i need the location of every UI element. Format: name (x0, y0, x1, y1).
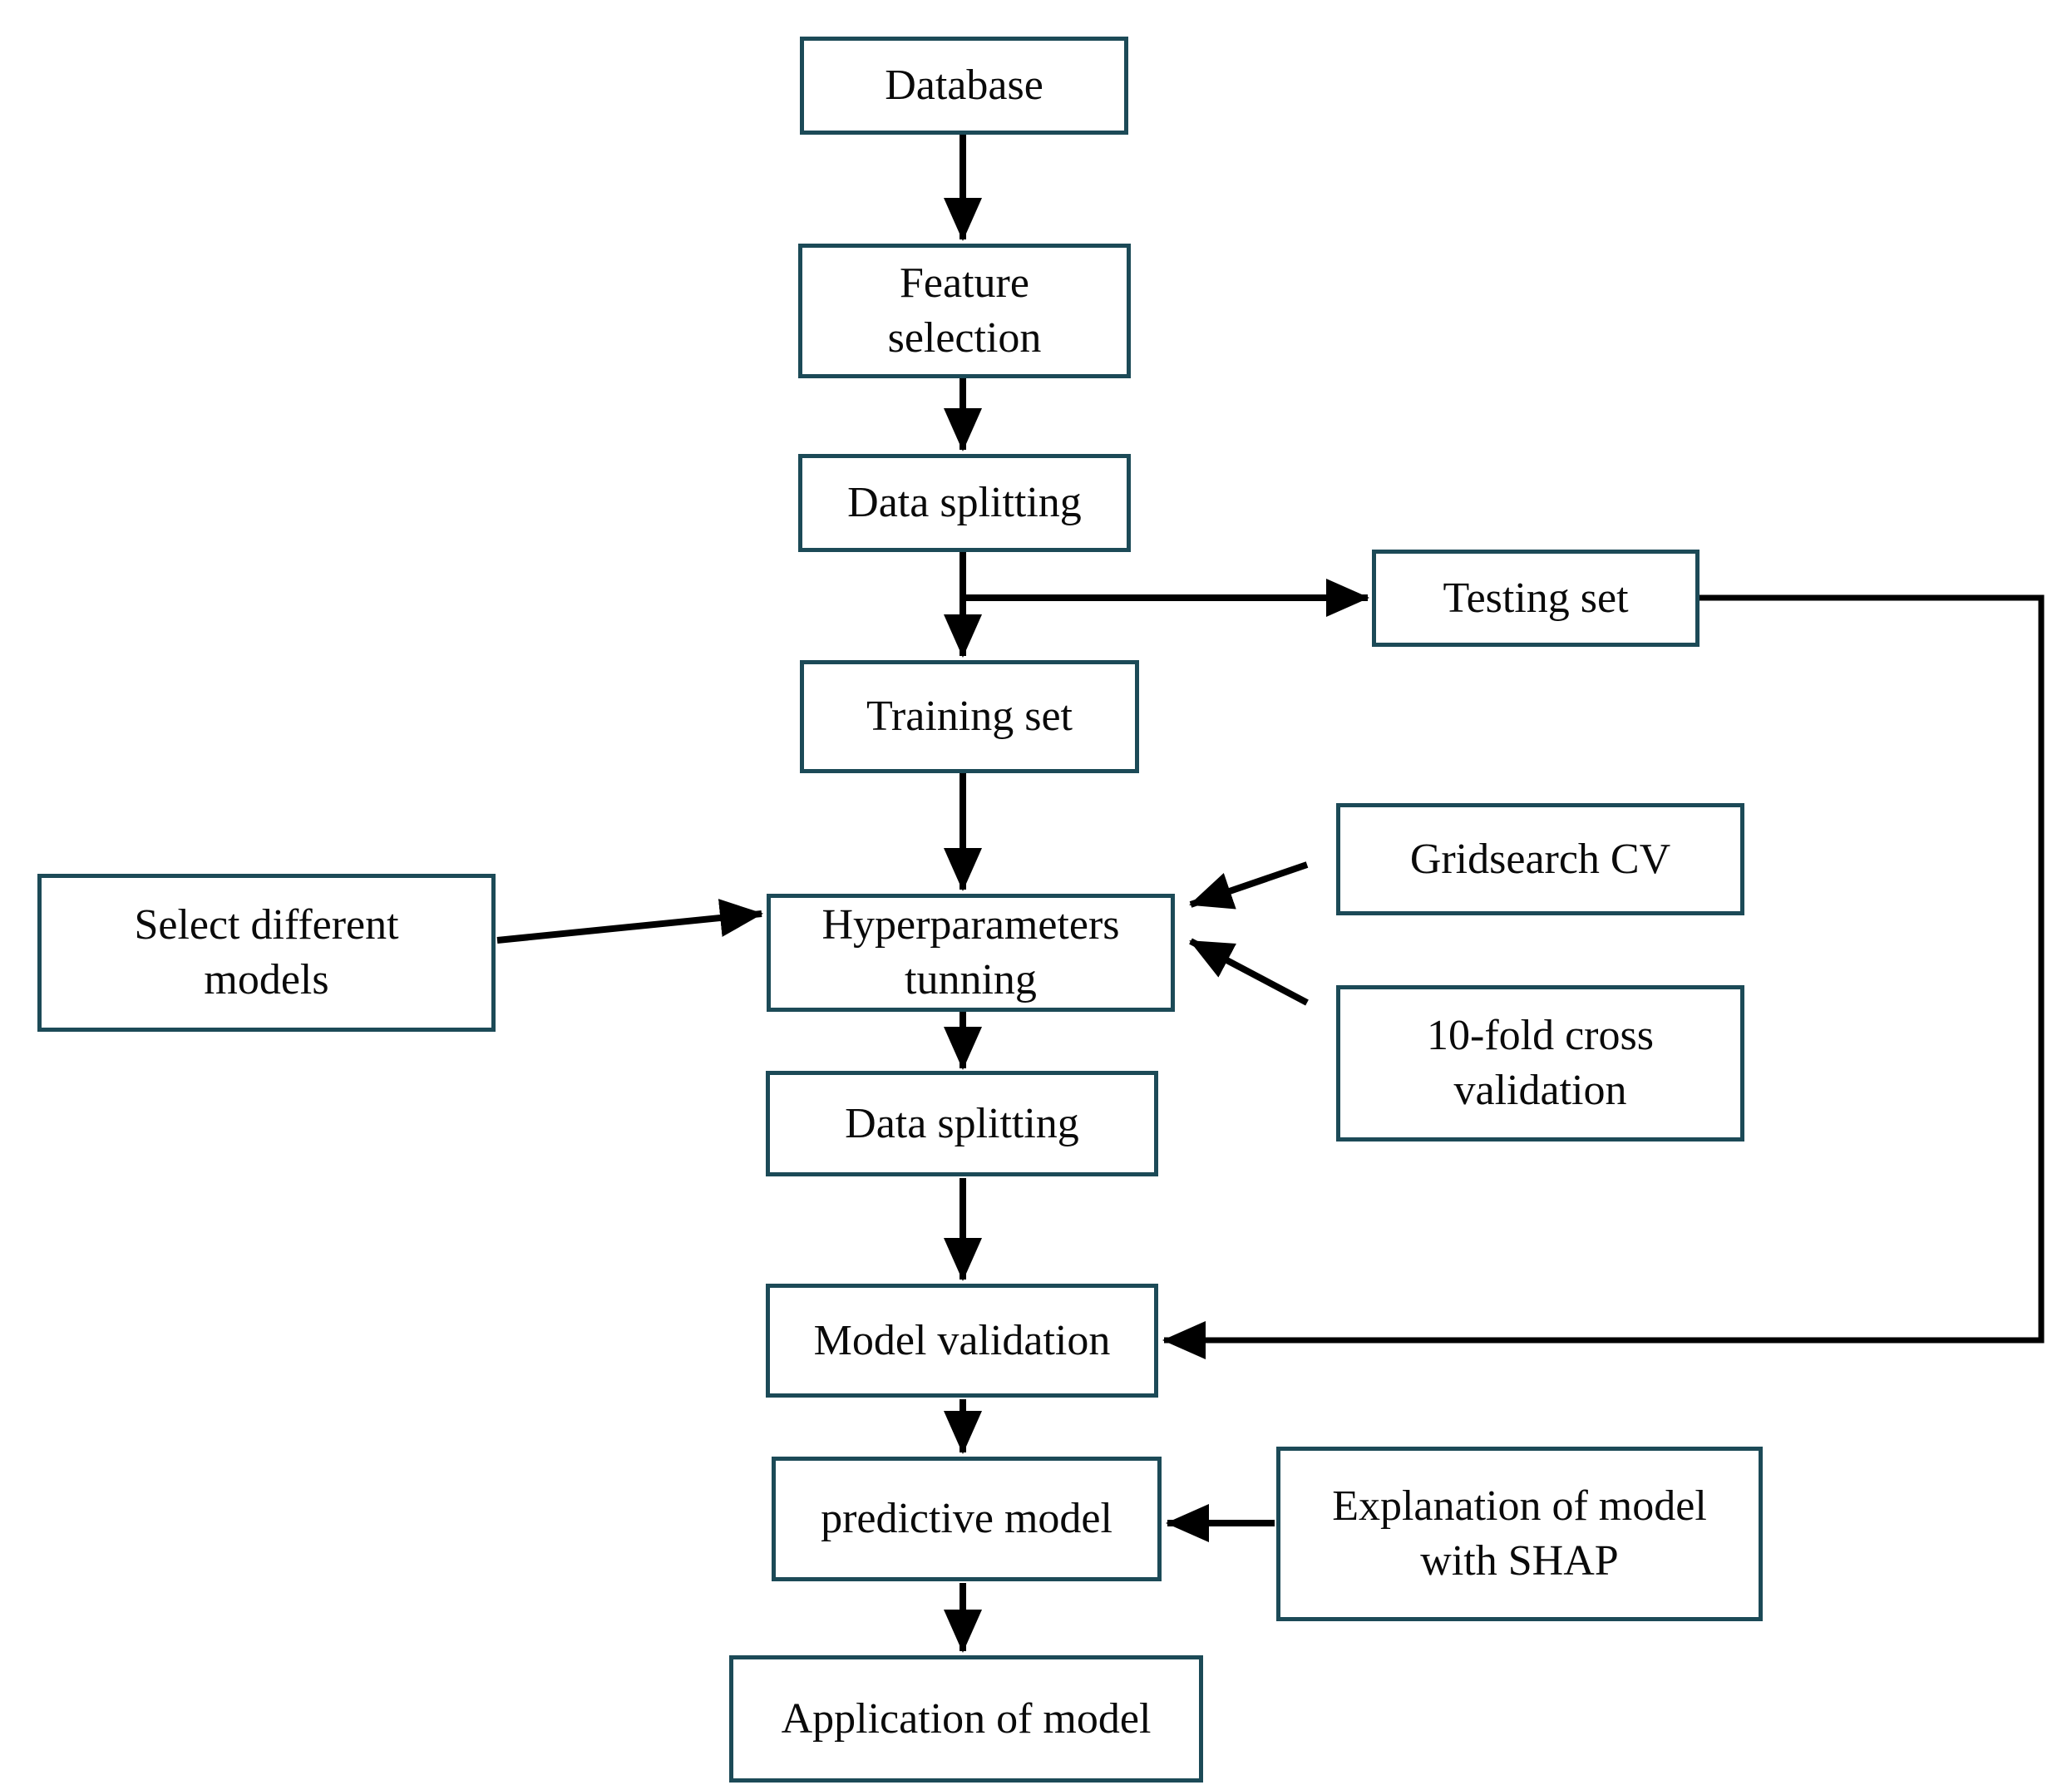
node-explanation-shap-label: Explanation of model with SHAP (1332, 1482, 1707, 1585)
node-hyperparameters: Hyperparameters tunning (767, 894, 1175, 1012)
arrow-cross-validation-to-hyperparameters (1189, 938, 1309, 1006)
node-feature-selection: Feature selection (798, 244, 1131, 378)
arrow-select-models-to-hyperparameters (496, 899, 763, 944)
node-database-label: Database (885, 62, 1043, 110)
node-cross-validation-label: 10-fold cross validation (1427, 1012, 1654, 1114)
node-select-models: Select different models (37, 874, 496, 1032)
node-data-splitting-2-label: Data splitting (845, 1099, 1079, 1147)
arrow-testing-set-to-model-validation (1162, 594, 2045, 1359)
node-gridsearch: Gridsearch CV (1336, 803, 1744, 915)
node-application-label: Application of model (781, 1694, 1152, 1743)
node-gridsearch-label: Gridsearch CV (1409, 835, 1671, 883)
node-testing-set: Testing set (1372, 550, 1700, 647)
node-explanation-shap: Explanation of model with SHAP (1276, 1447, 1763, 1621)
node-testing-set-label: Testing set (1443, 574, 1629, 622)
node-application: Application of model (729, 1655, 1203, 1783)
node-data-splitting-2: Data splitting (766, 1071, 1158, 1176)
node-predictive-model: predictive model (772, 1457, 1162, 1581)
node-model-validation: Model validation (766, 1284, 1158, 1398)
node-training-set: Training set (800, 660, 1139, 773)
node-data-splitting-1-label: Data splitting (847, 479, 1082, 527)
node-model-validation-label: Model validation (813, 1316, 1111, 1364)
node-hyperparameters-label: Hyperparameters tunning (821, 901, 1120, 1003)
node-select-models-label: Select different models (134, 901, 399, 1003)
node-cross-validation: 10-fold cross validation (1336, 985, 1744, 1142)
node-database: Database (800, 37, 1128, 135)
node-training-set-label: Training set (866, 693, 1073, 741)
node-predictive-model-label: predictive model (821, 1495, 1112, 1543)
node-feature-selection-label: Feature selection (887, 259, 1042, 362)
arrow-gridsearch-to-hyperparameters (1189, 861, 1309, 910)
node-data-splitting-1: Data splitting (798, 454, 1131, 552)
